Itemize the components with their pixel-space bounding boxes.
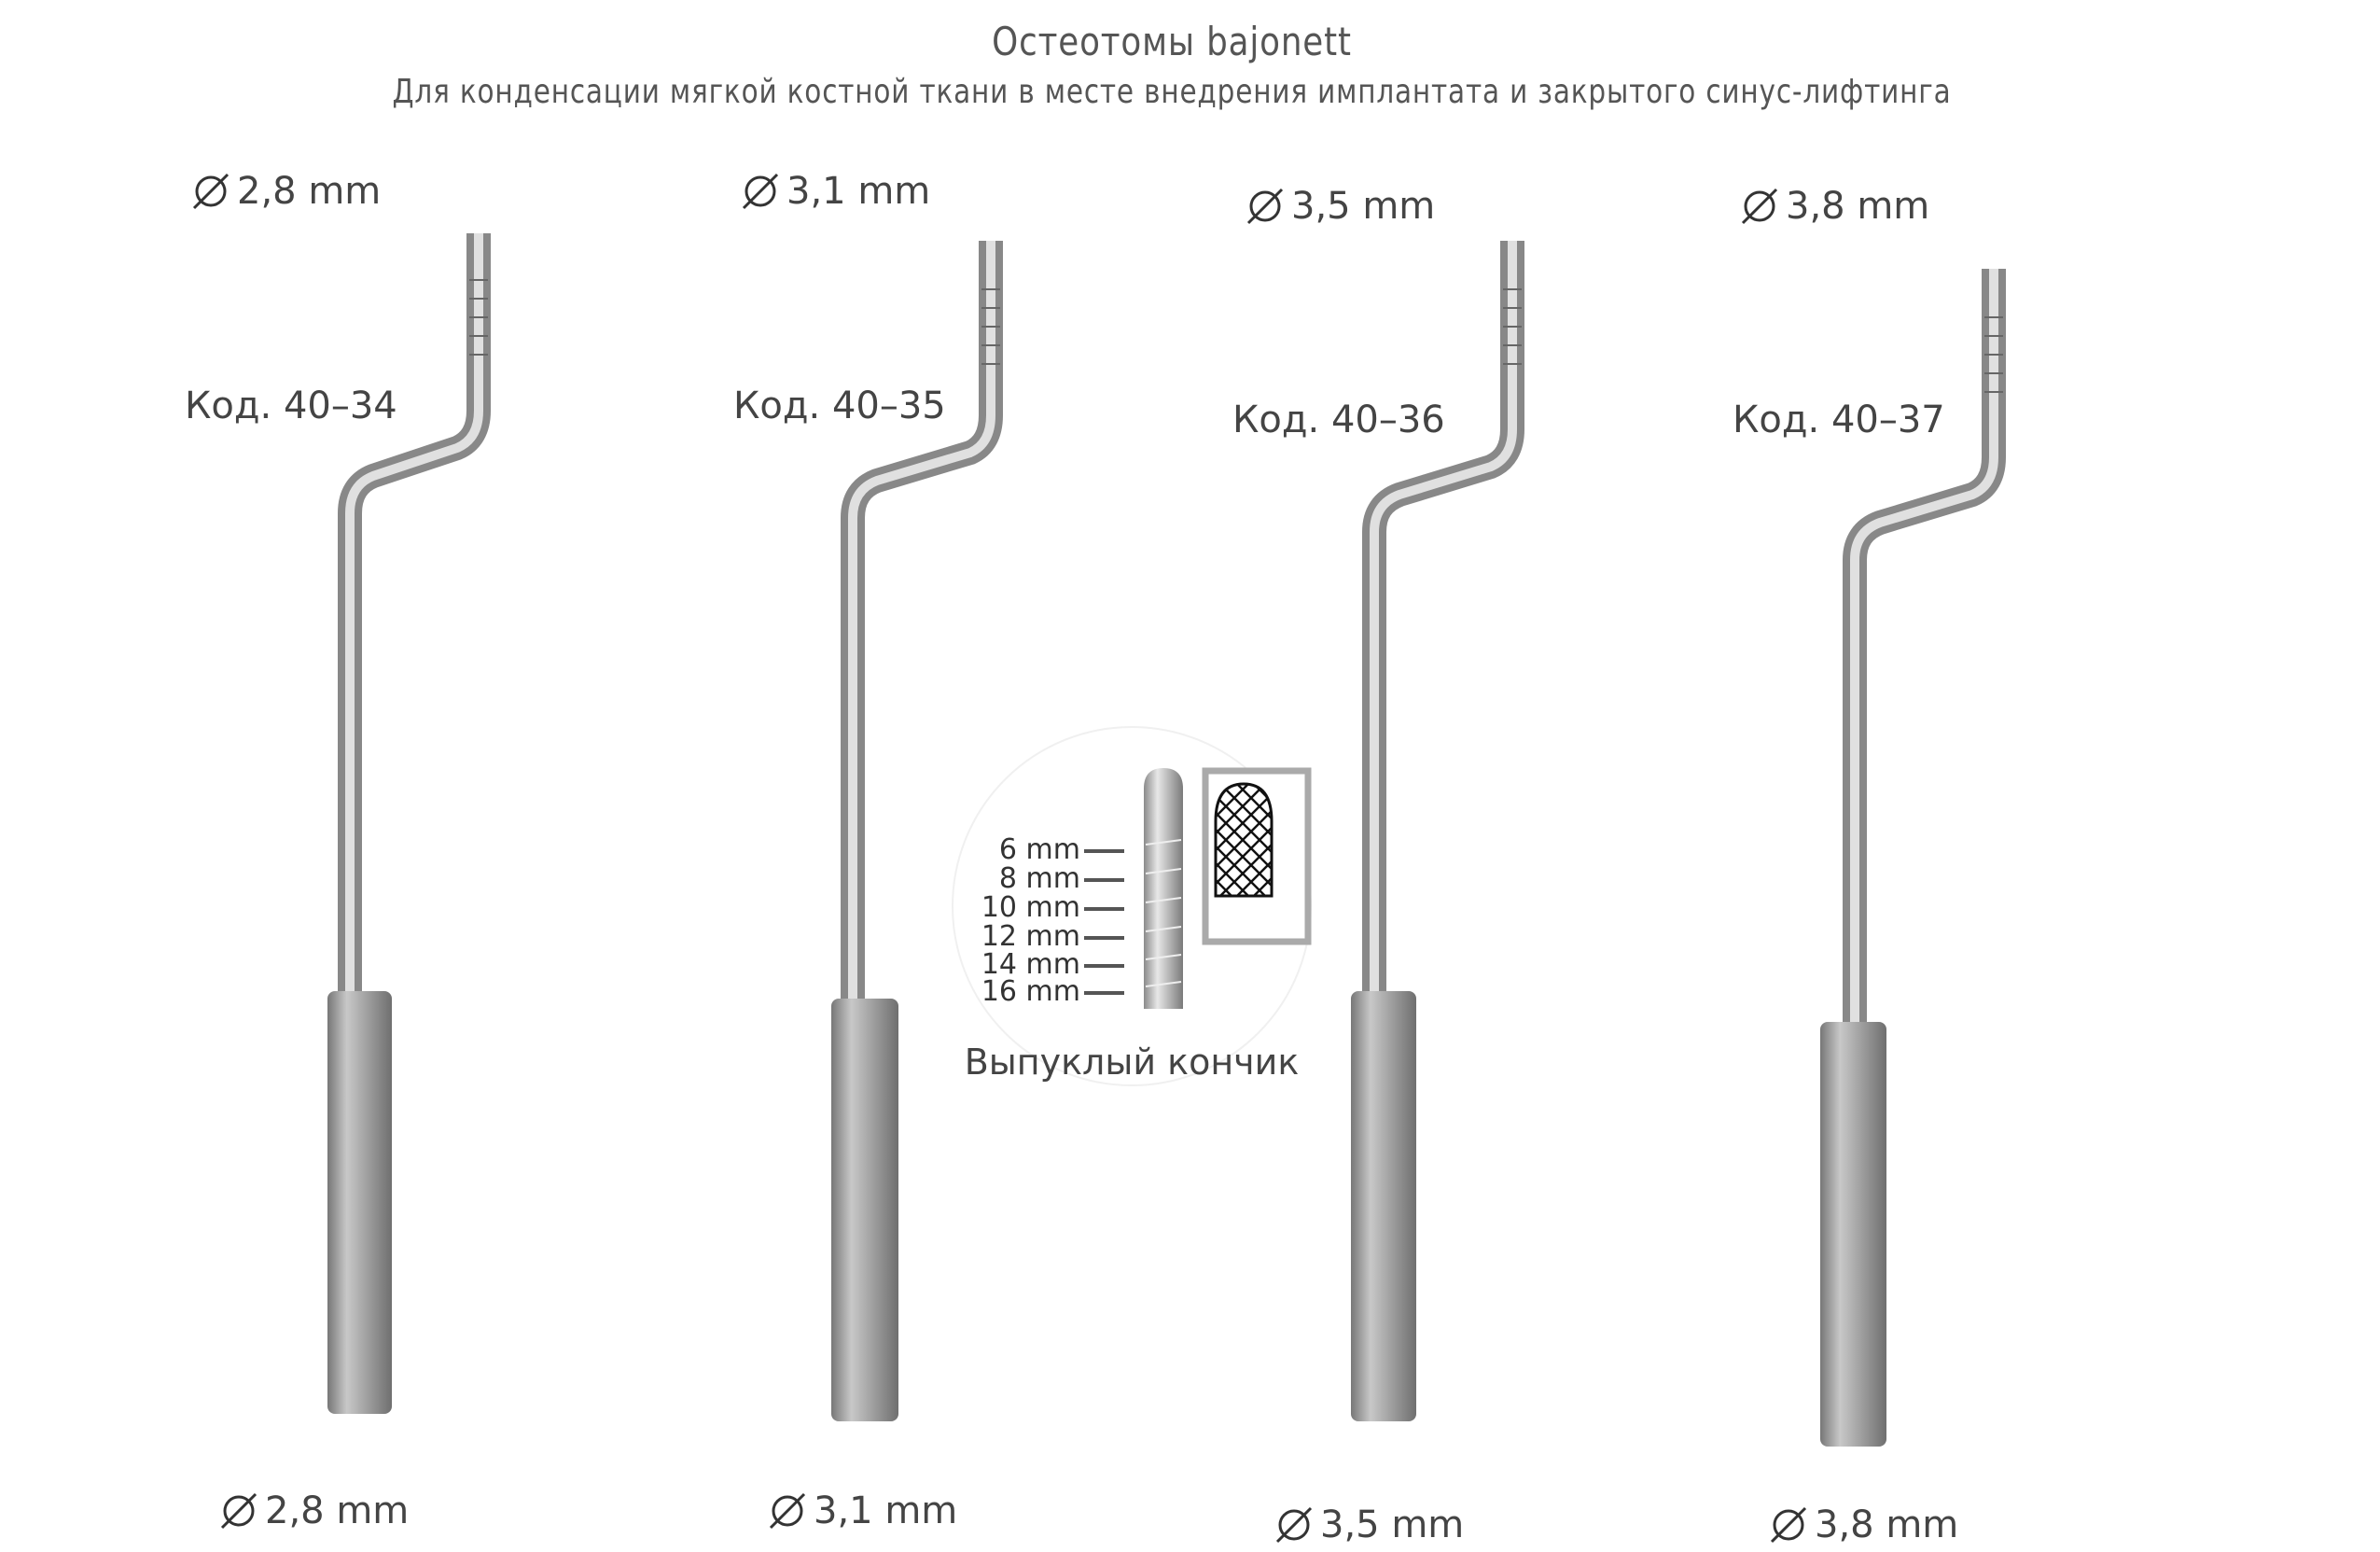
depth-mark-label: 14 mm — [981, 948, 1080, 981]
depth-mark-label: 10 mm — [981, 891, 1080, 924]
diameter-icon — [1246, 188, 1284, 225]
diameter-top-2: 3,1 mm — [740, 170, 930, 213]
page-subtitle: Для конденсации мягкой костной ткани в м… — [392, 73, 1952, 111]
osteotome-40-36 — [1351, 241, 1524, 1421]
diameter-icon — [1770, 1506, 1807, 1544]
depth-mark-label: 16 mm — [981, 975, 1080, 1008]
depth-mark-label: 6 mm — [998, 833, 1080, 866]
diameter-bottom-3: 3,5 mm — [1274, 1503, 1464, 1546]
diameter-icon — [1741, 188, 1778, 225]
depth-mark-label: 8 mm — [998, 862, 1080, 895]
osteotome-40-37 — [1820, 269, 2006, 1447]
diameter-bottom-4: 3,8 mm — [1768, 1503, 1958, 1546]
diameter-top-3: 3,5 mm — [1245, 185, 1435, 228]
diameter-icon — [769, 1492, 806, 1530]
knurled-tip-icon — [1214, 782, 1274, 898]
page-title: Остеотомы bajonett — [992, 19, 1352, 64]
diameter-icon — [192, 173, 230, 210]
product-code-1: Код. 40–34 — [185, 385, 397, 427]
osteotome-40-34 — [327, 233, 491, 1414]
inset-caption: Выпуклый кончик — [964, 1042, 1300, 1083]
diameter-bottom-2: 3,1 mm — [767, 1489, 957, 1532]
depth-mark-label: 12 mm — [981, 920, 1080, 953]
product-code-2: Код. 40–35 — [733, 385, 946, 427]
diameter-icon — [220, 1492, 257, 1530]
diameter-icon — [1275, 1506, 1313, 1544]
diameter-icon — [742, 173, 779, 210]
tip-detail-inset — [952, 726, 1312, 1086]
product-code-3: Код. 40–36 — [1232, 398, 1445, 441]
osteotome-40-35 — [831, 241, 1003, 1421]
diameter-top-1: 2,8 mm — [190, 170, 381, 213]
diameter-bottom-1: 2,8 mm — [218, 1489, 409, 1532]
product-code-4: Код. 40–37 — [1733, 398, 1945, 441]
diameter-top-4: 3,8 mm — [1739, 185, 1929, 228]
